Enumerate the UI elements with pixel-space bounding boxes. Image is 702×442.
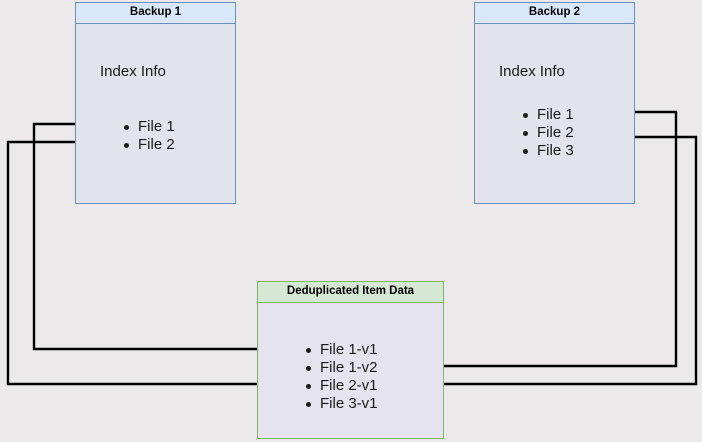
node-backup-1-file-list: File 1 File 2 xyxy=(122,118,175,154)
node-backup-2-body: Index Info File 1 File 2 File 3 xyxy=(475,24,634,203)
node-backup-2-file-list: File 1 File 2 File 3 xyxy=(521,106,574,160)
node-backup-1[interactable]: Backup 1 Index Info File 1 File 2 xyxy=(75,2,236,204)
list-item[interactable]: File 2 xyxy=(122,136,175,154)
list-item[interactable]: File 1-v2 xyxy=(304,359,378,377)
node-backup-2[interactable]: Backup 2 Index Info File 1 File 2 File 3 xyxy=(474,2,635,204)
node-deduplicated-item-data[interactable]: Deduplicated Item Data File 1-v1 File 1-… xyxy=(257,281,444,439)
list-item[interactable]: File 2 xyxy=(521,124,574,142)
list-item[interactable]: File 1-v1 xyxy=(304,341,378,359)
list-item[interactable]: File 3-v1 xyxy=(304,395,378,413)
list-item[interactable]: File 1 xyxy=(521,106,574,124)
node-deduplicated-item-data-file-list: File 1-v1 File 1-v2 File 2-v1 File 3-v1 xyxy=(304,341,378,413)
node-deduplicated-item-data-header: Deduplicated Item Data xyxy=(258,282,443,303)
node-backup-1-caption: Index Info xyxy=(100,63,166,80)
list-item[interactable]: File 3 xyxy=(521,142,574,160)
list-item[interactable]: File 1 xyxy=(122,118,175,136)
node-backup-1-body: Index Info File 1 File 2 xyxy=(76,24,235,203)
node-deduplicated-item-data-body: File 1-v1 File 1-v2 File 2-v1 File 3-v1 xyxy=(258,303,443,438)
node-backup-2-caption: Index Info xyxy=(499,63,565,80)
list-item[interactable]: File 2-v1 xyxy=(304,377,378,395)
node-backup-2-header: Backup 2 xyxy=(475,3,634,24)
node-backup-1-header: Backup 1 xyxy=(76,3,235,24)
